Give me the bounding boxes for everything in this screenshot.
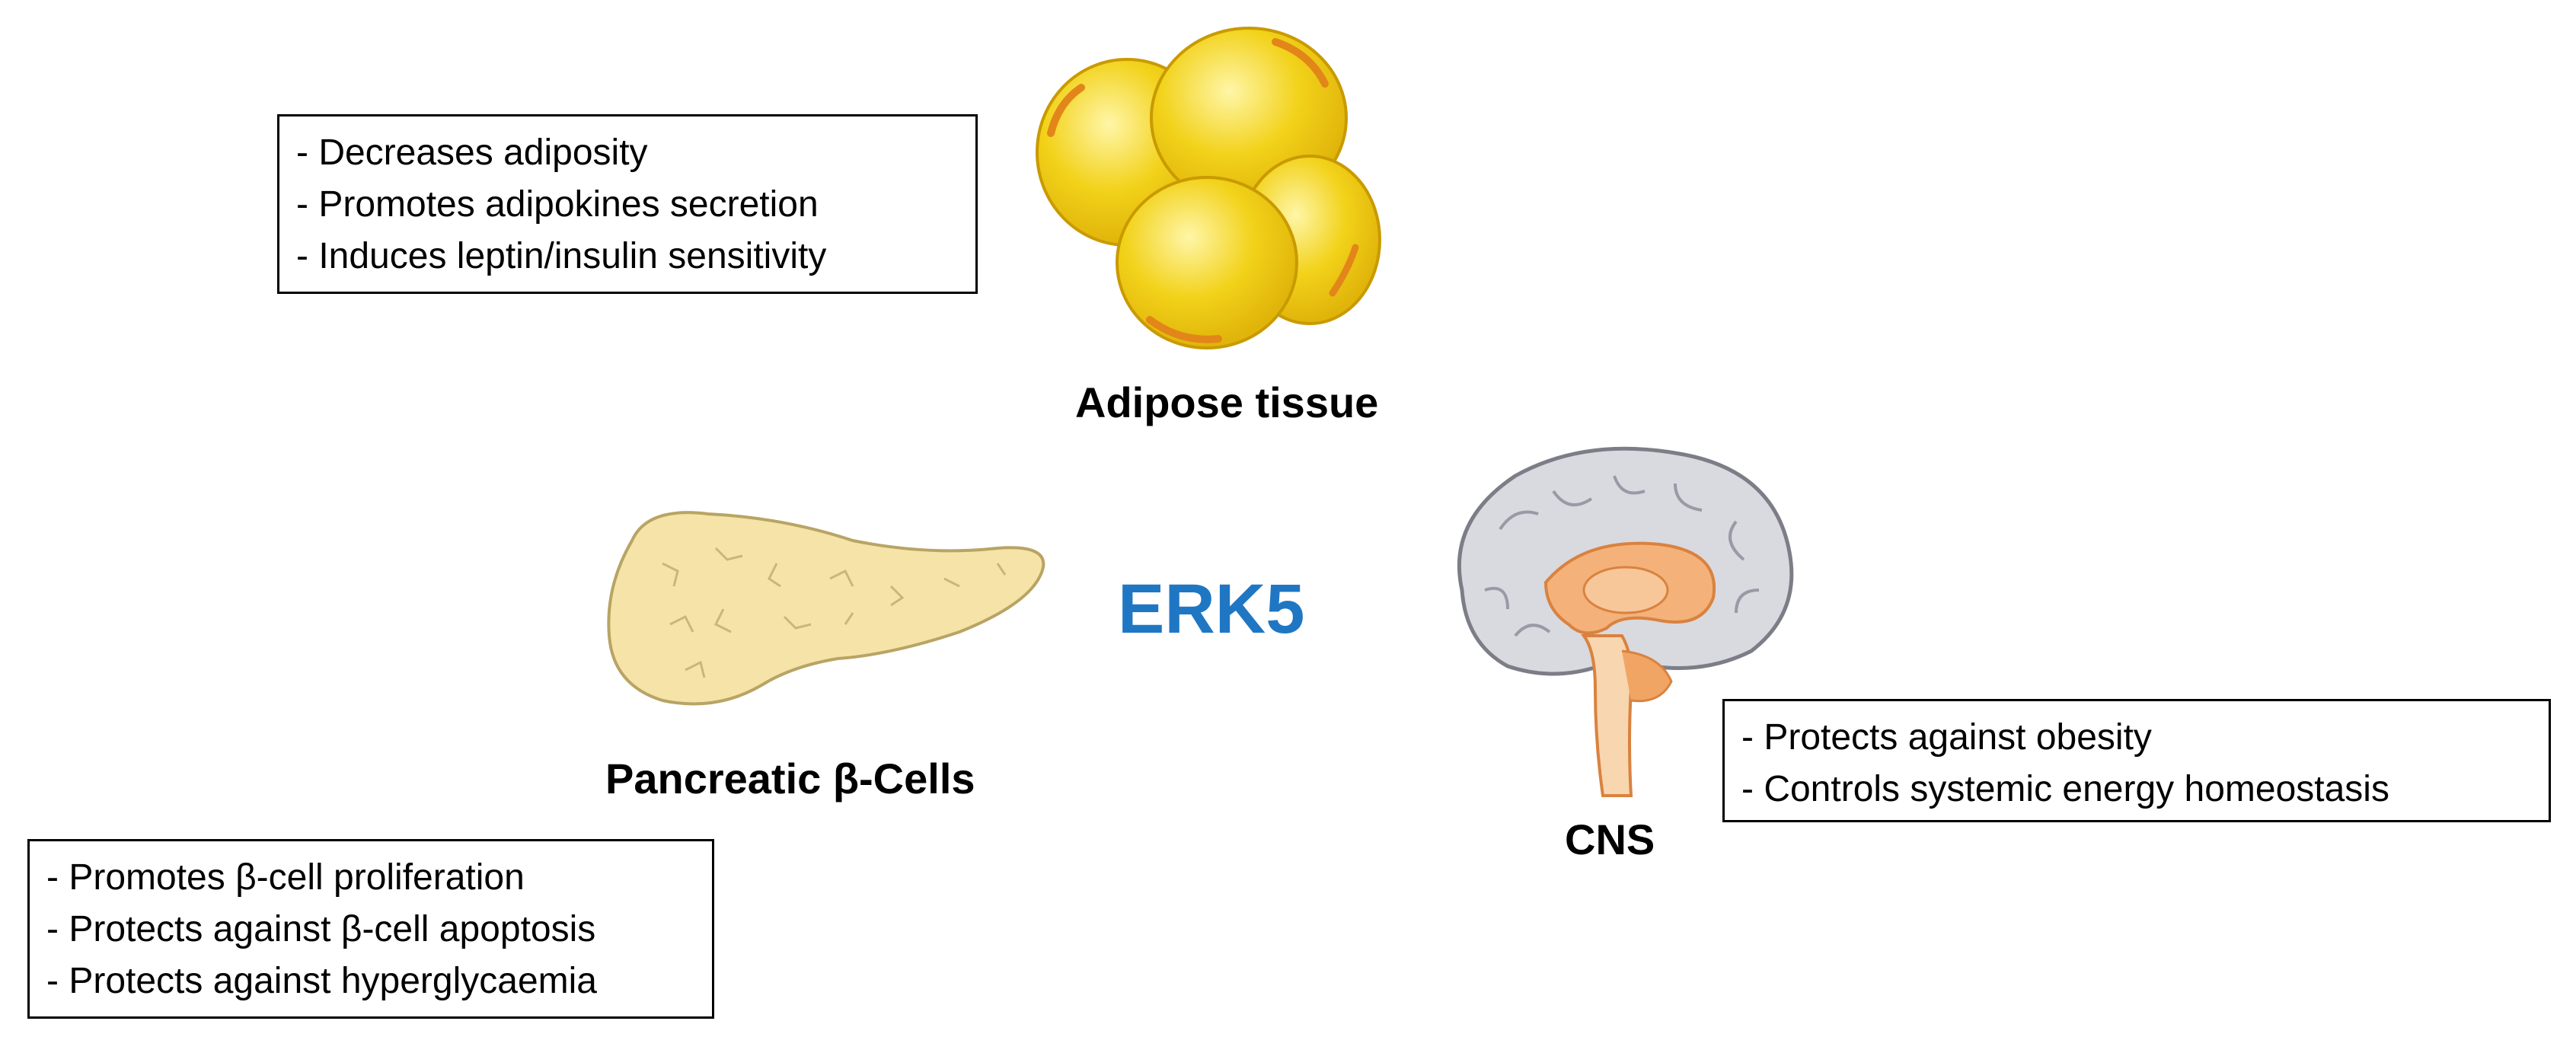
erk5-label: ERK5	[1118, 570, 1305, 648]
pancreas-effect-item: - Protects against β-cell apoptosis	[46, 909, 596, 949]
pancreas-effects-box: - Promotes β-cell proliferation - Protec…	[27, 839, 714, 1019]
cns-effects-box: - Protects against obesity - Controls sy…	[1722, 699, 2551, 822]
adipose-effect-item: - Induces leptin/insulin sensitivity	[296, 236, 827, 276]
cns-effect-item: - Protects against obesity	[1741, 717, 2152, 758]
adipose-effect-item: - Decreases adiposity	[296, 132, 648, 173]
pancreatic-beta-cells-label: Pancreatic β-Cells	[605, 755, 975, 802]
brain-illustration	[1457, 446, 1794, 797]
pancreas-illustration	[607, 511, 1045, 706]
fat-cell	[1116, 176, 1298, 349]
cns-effect-item: - Controls systemic energy homeostasis	[1741, 769, 2389, 809]
adipose-effect-item: - Promotes adipokines secretion	[296, 184, 819, 225]
adipose-tissue-label: Adipose tissue	[1075, 378, 1379, 426]
pancreas-effect-item: - Promotes β-cell proliferation	[46, 857, 525, 898]
adipose-tissue-illustration	[1036, 27, 1381, 349]
cns-label: CNS	[1565, 815, 1655, 863]
pancreas-effect-item: - Protects against hyperglycaemia	[46, 961, 597, 1001]
adipose-effects-box: - Decreases adiposity - Promotes adipoki…	[277, 114, 978, 294]
